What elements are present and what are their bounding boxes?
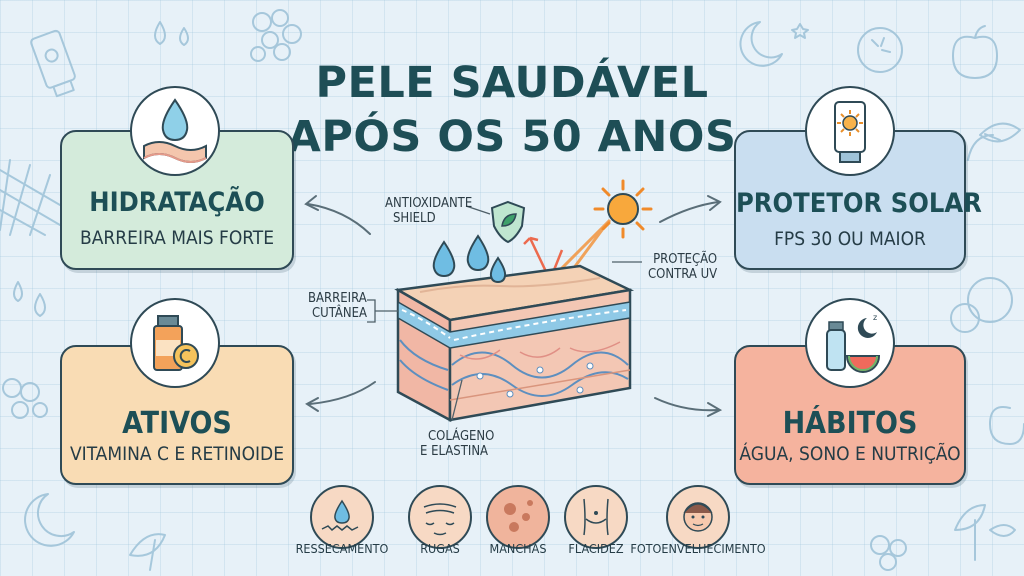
badge-habits: z: [805, 298, 895, 388]
apple-doodle-icon: [989, 406, 1024, 445]
apple-doodle-icon: [952, 25, 998, 79]
hydration-subtitle: BARREIRA MAIS FORTE: [80, 227, 274, 249]
spots-icon: [504, 500, 533, 532]
condition-wrinkles: [408, 485, 472, 549]
mesh-doodle-icon: [0, 159, 61, 236]
moon-doodle-icon: [739, 21, 783, 67]
habits-title: HÁBITOS: [782, 406, 918, 441]
drop-doodle-icon: [34, 293, 46, 317]
actives-title: ATIVOS: [122, 406, 232, 441]
arrow-to-habits: [654, 397, 719, 412]
sunscreen-subtitle: FPS 30 OU MAIOR: [774, 228, 926, 250]
skin-layers-illustration: [394, 218, 635, 423]
label-uv-line1: PROTEÇÃO: [653, 252, 718, 267]
arrow-to-sunscreen: [659, 201, 719, 223]
skin-droplet-icon: [143, 98, 207, 163]
label-collagen-line2: E ELASTINA: [420, 443, 489, 459]
leaf-doodle-icon: [129, 533, 166, 571]
shield-icon: [490, 200, 526, 244]
moon-doodle-icon: [24, 493, 75, 547]
condition-label-wrinkles: RUGAS: [420, 541, 460, 556]
drop-doodle-icon: [154, 21, 166, 45]
drop-doodle-icon: [13, 281, 23, 302]
condition-sagging: [564, 485, 628, 549]
water-droplets: [432, 234, 507, 284]
svg-text:z: z: [873, 313, 877, 322]
leaf-doodle-icon: [967, 122, 1021, 161]
condition-label-dry-skin: RESSECAMENTO: [295, 541, 389, 556]
sunscreen-title: PROTETOR SOLAR: [736, 188, 982, 219]
drop-doodle-icon: [179, 27, 189, 46]
label-antioxidant-line2: SHIELD: [393, 210, 436, 226]
label-collagen-line1: COLÁGENO: [428, 429, 495, 444]
photoaging-icon: [683, 502, 713, 532]
water-moon-fruit-icon: z: [826, 313, 881, 373]
cells-doodle-icon: [250, 9, 302, 62]
label-antioxidant: ANTIOXIDANTE SHIELD: [385, 196, 473, 227]
hydration-title: HIDRATAÇÃO: [89, 187, 265, 218]
label-barrier-line2: CUTÂNEA: [312, 305, 367, 321]
label-barrier-line1: BARREIRA: [308, 291, 367, 306]
orange-doodle-icon: [950, 277, 1013, 333]
label-uv-line2: CONTRA UV: [648, 266, 718, 282]
cells-doodle-icon: [870, 535, 907, 571]
label-uv: PROTEÇÃO CONTRA UV: [648, 252, 718, 283]
arrow-to-hydration: [307, 203, 371, 235]
badge-hydration: [130, 86, 220, 176]
tube-doodle-icon: [30, 29, 76, 98]
label-collagen: COLÁGENO E ELASTINA: [420, 429, 495, 460]
label-barrier: BARREIRA CUTÂNEA: [308, 291, 367, 322]
condition-label-sagging: FLACIDEZ: [568, 541, 624, 556]
wrinkles-icon: [423, 503, 457, 536]
page-title-line-2: APÓS OS 50 ANOS: [287, 112, 737, 162]
badge-sunscreen: [805, 86, 895, 176]
condition-spots: [486, 485, 550, 549]
condition-label-photoaging: FOTOENVELHECIMENTO: [630, 541, 766, 556]
dry-skin-icon: [321, 499, 359, 532]
badge-actives: [130, 298, 220, 388]
sagging-icon: [583, 498, 609, 536]
arrow-to-actives: [309, 381, 376, 405]
leaf-doodle-icon: [954, 504, 1016, 561]
condition-label-spots: MANCHAS: [489, 541, 547, 556]
page-title-line-1: PELE SAUDÁVEL: [315, 58, 709, 108]
vitamin-c-bottle-icon: [153, 315, 199, 371]
orange-doodle-icon: [857, 27, 903, 73]
condition-dry-skin: [310, 485, 374, 549]
label-antioxidant-line1: ANTIOXIDANTE: [385, 196, 473, 211]
sunscreen-tube-icon: [834, 101, 866, 163]
sun-icon: [593, 179, 653, 239]
condition-photoaging: [666, 485, 730, 549]
habits-subtitle: ÁGUA, SONO E NUTRIÇÃO: [739, 443, 961, 465]
actives-subtitle: VITAMINA C E RETINOIDE: [69, 443, 285, 465]
cells-doodle-icon: [2, 378, 48, 419]
